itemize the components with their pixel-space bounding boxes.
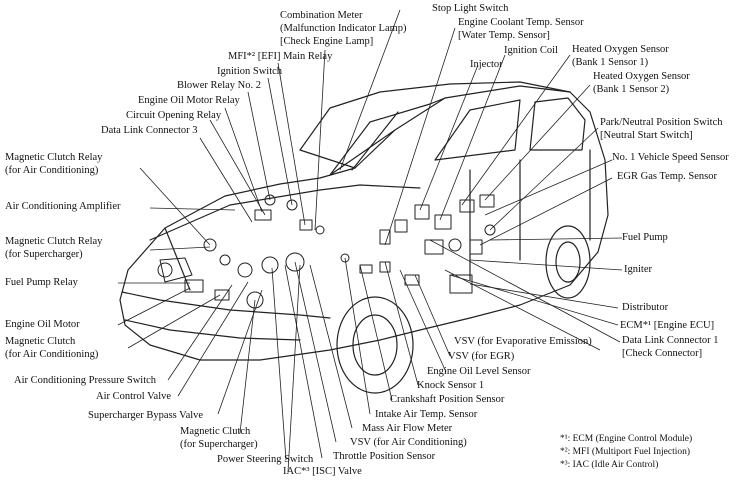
footnote-ecm: *¹: ECM (Engine Control Module) bbox=[560, 434, 693, 444]
label-check-engine-lamp: [Check Engine Lamp] bbox=[280, 36, 374, 47]
label-power-steering-switch: Power Steering Switch bbox=[217, 454, 314, 465]
engine-components bbox=[157, 194, 496, 309]
label-park-neutral-switch: Park/Neutral Position Switch bbox=[600, 117, 723, 128]
label-iac-valve: IAC*³ [ISC] Valve bbox=[283, 466, 362, 477]
label-magnetic-clutch-relay-sc: Magnetic Clutch Relay bbox=[5, 236, 103, 247]
label-blower-relay: Blower Relay No. 2 bbox=[177, 80, 261, 91]
van-roof-line bbox=[299, 81, 571, 151]
label-supercharger-bypass-valve: Supercharger Bypass Valve bbox=[88, 410, 204, 421]
label-crankshaft-position-sensor: Crankshaft Position Sensor bbox=[390, 394, 505, 405]
label-egr-gas-temp-sensor: EGR Gas Temp. Sensor bbox=[617, 171, 717, 182]
label-ac-amplifier: Air Conditioning Amplifier bbox=[5, 201, 121, 212]
label-magnetic-clutch-ac: Magnetic Clutch bbox=[5, 336, 76, 347]
label-throttle-position-sensor: Throttle Position Sensor bbox=[333, 451, 436, 462]
label-stop-light-switch: Stop Light Switch bbox=[432, 3, 509, 14]
label-magnetic-clutch-sc: Magnetic Clutch bbox=[180, 426, 251, 437]
label-data-link-connector-3: Data Link Connector 3 bbox=[101, 125, 198, 136]
label-mass-air-flow-meter: Mass Air Flow Meter bbox=[362, 423, 453, 434]
label-magnetic-clutch-relay-ac: Magnetic Clutch Relay bbox=[5, 152, 103, 163]
label-injector: Injector bbox=[470, 59, 503, 70]
label-magnetic-clutch-sc-sub: (for Supercharger) bbox=[180, 439, 258, 450]
label-heated-oxygen-sensor-1: Heated Oxygen Sensor bbox=[572, 44, 669, 55]
label-fuel-pump: Fuel Pump bbox=[622, 232, 668, 243]
side-window-front bbox=[434, 99, 521, 161]
label-for-supercharger: (for Supercharger) bbox=[5, 249, 83, 260]
label-magnetic-clutch-ac-sub: (for Air Conditioning) bbox=[5, 349, 99, 360]
label-ignition-coil: Ignition Coil bbox=[504, 45, 558, 56]
label-knock-sensor: Knock Sensor 1 bbox=[417, 380, 485, 391]
label-distributor: Distributor bbox=[622, 302, 669, 313]
label-vsv-evap: VSV (for Evaporative Emission) bbox=[454, 336, 592, 347]
label-neutral-start-switch: [Neutral Start Switch] bbox=[600, 130, 693, 141]
label-vsv-ac: VSV (for Air Conditioning) bbox=[350, 437, 467, 448]
label-ignition-switch: Ignition Switch bbox=[217, 66, 283, 77]
label-vehicle-speed-sensor: No. 1 Vehicle Speed Sensor bbox=[612, 152, 729, 163]
rear-wheel bbox=[545, 225, 591, 299]
label-combination-meter-mil: (Malfunction Indicator Lamp) bbox=[280, 23, 407, 34]
side-window-rear bbox=[529, 97, 586, 151]
label-ecm: ECM*¹ [Engine ECU] bbox=[620, 320, 715, 331]
label-heated-oxygen-sensor-2: Heated Oxygen Sensor bbox=[593, 71, 690, 82]
label-fuel-pump-relay: Fuel Pump Relay bbox=[5, 277, 78, 288]
label-intake-air-temp-sensor: Intake Air Temp. Sensor bbox=[375, 409, 478, 420]
label-water-temp-sensor: [Water Temp. Sensor] bbox=[458, 30, 550, 41]
label-check-connector: [Check Connector] bbox=[622, 348, 703, 359]
label-for-air-conditioning: (for Air Conditioning) bbox=[5, 165, 99, 176]
front-wheel bbox=[336, 296, 414, 394]
label-bank1-sensor2: (Bank 1 Sensor 2) bbox=[593, 84, 670, 95]
footnote-mfi: *²: MFI (Multiport Fuel Injection) bbox=[560, 447, 691, 457]
label-igniter: Igniter bbox=[624, 264, 652, 275]
label-air-control-valve: Air Control Valve bbox=[96, 391, 172, 402]
label-circuit-opening-relay: Circuit Opening Relay bbox=[126, 110, 222, 121]
footnote-iac: *³: IAC (Idle Air Control) bbox=[560, 460, 659, 470]
label-engine-oil-motor-relay: Engine Oil Motor Relay bbox=[138, 95, 240, 106]
label-engine-oil-level-sensor: Engine Oil Level Sensor bbox=[427, 366, 531, 377]
label-mfi-main-relay: MFI*² [EFI] Main Relay bbox=[228, 51, 333, 62]
label-data-link-connector-1: Data Link Connector 1 bbox=[622, 335, 719, 346]
front-bumper bbox=[121, 291, 331, 319]
hood bbox=[149, 184, 421, 241]
van-body-outline bbox=[119, 85, 609, 361]
label-vsv-egr: VSV (for EGR) bbox=[448, 351, 515, 362]
label-engine-oil-motor: Engine Oil Motor bbox=[5, 319, 80, 330]
label-ac-pressure-switch: Air Conditioning Pressure Switch bbox=[14, 375, 157, 386]
label-bank1-sensor1: (Bank 1 Sensor 1) bbox=[572, 57, 649, 68]
label-engine-coolant-temp: Engine Coolant Temp. Sensor bbox=[458, 17, 584, 28]
label-combination-meter: Combination Meter bbox=[280, 10, 363, 21]
leader-lines bbox=[117, 9, 623, 473]
